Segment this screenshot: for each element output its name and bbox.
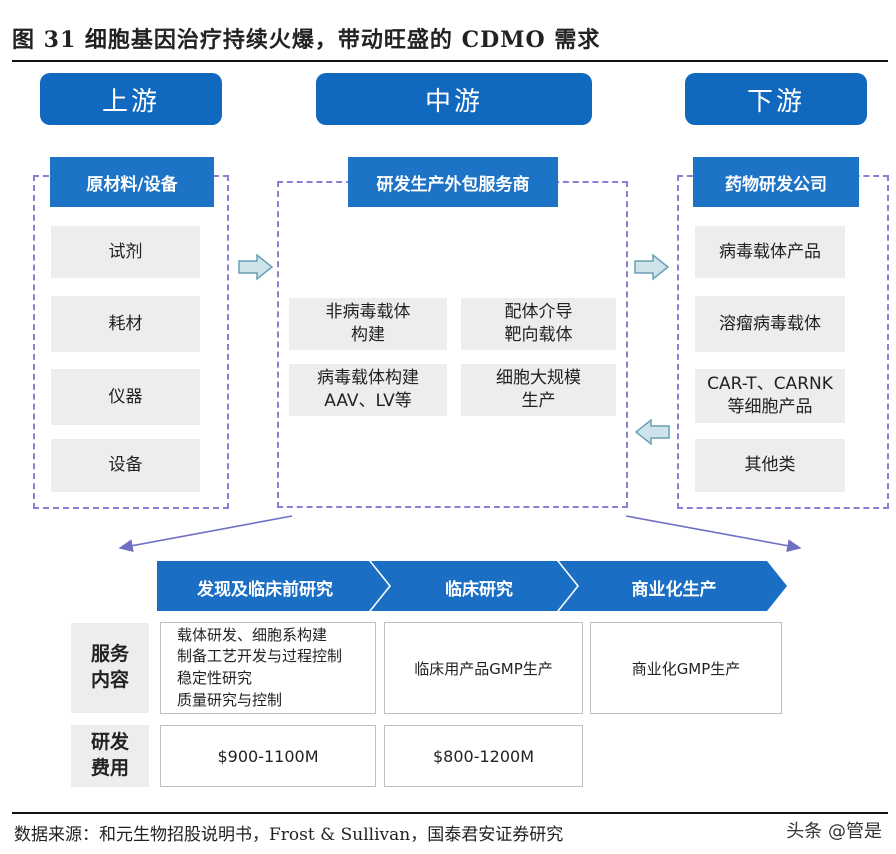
cost-cell: $900-1100M bbox=[160, 725, 376, 787]
service-row-label: 服务 内容 bbox=[71, 623, 149, 713]
midstream-item: 病毒载体构建 AAV、LV等 bbox=[289, 364, 447, 416]
arrow-diagonal-right-icon bbox=[625, 515, 802, 552]
downstream-header: 药物研发公司 bbox=[693, 157, 859, 207]
downstream-item-line: CAR-T、CARNK bbox=[707, 374, 833, 395]
upstream-item: 试剂 bbox=[51, 226, 200, 278]
arrow-left-icon bbox=[634, 418, 670, 446]
upstream-item: 仪器 bbox=[51, 369, 200, 425]
service-line: 稳定性研究 bbox=[177, 669, 253, 687]
title-rule bbox=[12, 60, 888, 62]
midstream-item-line: 细胞大规模 bbox=[496, 368, 581, 389]
midstream-item-line: 病毒载体构建 bbox=[317, 368, 419, 389]
service-row-label-line: 服务 bbox=[90, 643, 129, 666]
cost-cell: $800-1200M bbox=[384, 725, 583, 787]
midstream-item-line: 配体介导 bbox=[504, 302, 573, 323]
service-line: 质量研究与控制 bbox=[177, 690, 283, 709]
midstream-item-line: 构建 bbox=[351, 325, 385, 345]
branch-arrows bbox=[118, 515, 802, 552]
downstream-item: CAR-T、CARNK 等细胞产品 bbox=[695, 369, 845, 423]
midstream-item-line: AAV、LV等 bbox=[324, 391, 412, 411]
cost-row-label: 研发 费用 bbox=[71, 725, 149, 787]
phase-label: 商业化生产 bbox=[631, 579, 717, 600]
service-row-label-line: 内容 bbox=[90, 669, 129, 691]
midstream-item-line: 靶向载体 bbox=[504, 325, 573, 345]
cost-row-label-line: 研发 bbox=[90, 731, 129, 754]
stage-upstream: 上游 bbox=[40, 73, 222, 125]
upstream-header: 原材料/设备 bbox=[50, 157, 214, 207]
downstream-item: 其他类 bbox=[695, 439, 845, 492]
cost-row-label-line: 费用 bbox=[90, 757, 129, 779]
midstream-item: 配体介导 靶向载体 bbox=[461, 298, 616, 350]
arrow-right-icon bbox=[238, 253, 274, 281]
phase-chevron-shape bbox=[157, 561, 389, 611]
midstream-item-line: 生产 bbox=[521, 391, 556, 411]
phase-label: 发现及临床前研究 bbox=[197, 579, 333, 600]
phase-chevron-shape bbox=[559, 561, 787, 611]
service-cell: 临床用产品GMP生产 bbox=[384, 622, 583, 714]
downstream-item-line: 等细胞产品 bbox=[727, 397, 813, 417]
source-note: 数据来源：和元生物招股说明书，Frost & Sullivan，国泰君安证券研究 bbox=[14, 825, 564, 845]
service-line: 制备工艺开发与过程控制 bbox=[177, 647, 343, 666]
arrow-diagonal-left-icon bbox=[118, 515, 293, 552]
midstream-header: 研发生产外包服务商 bbox=[348, 157, 558, 207]
midstream-item: 非病毒载体 构建 bbox=[289, 298, 447, 350]
phase-chevrons bbox=[157, 561, 787, 611]
downstream-item: 病毒载体产品 bbox=[695, 226, 845, 278]
footer-rule bbox=[12, 812, 888, 814]
midstream-item: 细胞大规模 生产 bbox=[461, 364, 616, 416]
midstream-item-line: 非病毒载体 bbox=[325, 302, 411, 323]
phase-label: 临床研究 bbox=[445, 579, 513, 600]
downstream-item: 溶瘤病毒载体 bbox=[695, 296, 845, 352]
upstream-item: 设备 bbox=[51, 439, 200, 492]
service-cell: 载体研发、细胞系构建 制备工艺开发与过程控制 稳定性研究 质量研究与控制 bbox=[160, 622, 376, 714]
phase-chevron-shape bbox=[371, 561, 577, 611]
upstream-item: 耗材 bbox=[51, 296, 200, 352]
stage-downstream: 下游 bbox=[685, 73, 867, 125]
service-cell: 商业化GMP生产 bbox=[590, 622, 782, 714]
stage-midstream: 中游 bbox=[316, 73, 592, 125]
arrow-right-icon bbox=[634, 253, 670, 281]
service-line: 载体研发、细胞系构建 bbox=[177, 625, 328, 644]
watermark: 头条 @管是 bbox=[786, 821, 882, 842]
figure-title: 图 31 细胞基因治疗持续火爆，带动旺盛的 CDMO 需求 bbox=[12, 27, 601, 53]
